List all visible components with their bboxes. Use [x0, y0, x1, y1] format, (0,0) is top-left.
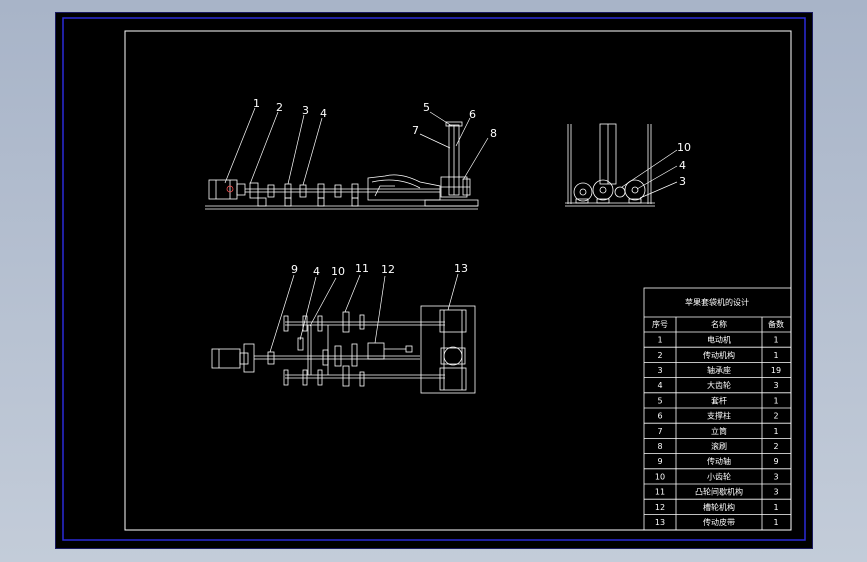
- bom-cell-no: 5: [657, 396, 662, 405]
- bom-cell-no: 11: [655, 488, 665, 497]
- bom-title: 苹果套袋机的设计: [685, 297, 749, 307]
- bom-cell-qty: 19: [771, 366, 781, 375]
- side-label-4: 4: [320, 107, 327, 120]
- bom-cell-name: 小齿轮: [707, 471, 731, 481]
- bom-cell-name: 立筒: [711, 426, 727, 436]
- bom-cell-qty: 3: [773, 488, 778, 497]
- plan-view-leaders: [269, 273, 459, 353]
- plan-label-10: 10: [331, 265, 345, 278]
- bom-header-qty: 备数: [768, 319, 784, 329]
- bom-cell-name: 传动皮带: [703, 517, 735, 527]
- bom-header-name: 名称: [711, 319, 727, 329]
- bom-cell-name: 轴承座: [707, 365, 731, 375]
- outer-border: [62, 17, 806, 541]
- end-view: [565, 123, 655, 207]
- bom-cell-name: 电动机: [707, 335, 731, 345]
- plan-label-13: 13: [454, 262, 468, 275]
- bom-cell-no: 4: [657, 381, 662, 390]
- side-label-2: 2: [276, 101, 283, 114]
- bom-cell-no: 2: [657, 351, 662, 360]
- side-label-1: 1: [253, 97, 260, 110]
- bom-cell-qty: 9: [773, 457, 778, 466]
- bom-cell-no: 9: [657, 457, 662, 466]
- bom-cell-name: 传动机构: [703, 350, 735, 360]
- plan-label-12: 12: [381, 263, 395, 276]
- plan-label-9: 9: [291, 263, 298, 276]
- side-label-7: 7: [412, 124, 419, 137]
- bom-cell-no: 7: [657, 427, 662, 436]
- bom-cell-name: 槽轮机构: [703, 502, 735, 512]
- bom-cell-qty: 3: [773, 472, 778, 481]
- bom-cell-no: 8: [657, 442, 662, 451]
- bom-cell-name: 传动轴: [707, 456, 731, 466]
- bom-cell-name: 凸轮间歇机构: [695, 487, 743, 497]
- bom-cell-qty: 1: [773, 427, 778, 436]
- side-label-5: 5: [423, 101, 430, 114]
- inner-frame: [124, 30, 792, 531]
- bom-cell-qty: 2: [773, 412, 778, 421]
- side-label-8: 8: [490, 127, 497, 140]
- bom-cell-no: 6: [657, 412, 662, 421]
- bom-cell-qty: 1: [773, 351, 778, 360]
- bom-cell-qty: 1: [773, 503, 778, 512]
- bom-cell-qty: 1: [773, 336, 778, 345]
- bom-cell-no: 13: [655, 518, 665, 527]
- bom-cell-name: 支撑柱: [707, 411, 731, 421]
- bom-cell-qty: 1: [773, 396, 778, 405]
- bom-header-no: 序号: [652, 319, 668, 329]
- side-label-6: 6: [469, 108, 476, 121]
- plan-label-11: 11: [355, 262, 369, 275]
- end-label-10: 10: [677, 141, 691, 154]
- bom-cell-name: 套杆: [711, 395, 727, 405]
- side-label-3: 3: [302, 104, 309, 117]
- plan-label-4: 4: [313, 265, 320, 278]
- bom-cell-no: 3: [657, 366, 662, 375]
- bom-cell-no: 1: [657, 336, 662, 345]
- end-label-3: 3: [679, 175, 686, 188]
- bom-cell-name: 大齿轮: [707, 380, 731, 390]
- bom-cell-qty: 3: [773, 381, 778, 390]
- bom-cell-qty: 1: [773, 518, 778, 527]
- bom-table: [643, 287, 792, 531]
- bom-cell-qty: 2: [773, 442, 778, 451]
- end-label-4: 4: [679, 159, 686, 172]
- bom-cell-no: 12: [655, 503, 665, 512]
- bom-cell-no: 10: [655, 472, 665, 481]
- end-view-leaders: [621, 149, 678, 199]
- plan-view: [211, 305, 476, 394]
- side-view-leaders: [224, 107, 489, 186]
- drawing-sheet: [55, 12, 813, 549]
- bom-cell-name: 滚刷: [711, 441, 727, 451]
- side-view: [205, 121, 479, 210]
